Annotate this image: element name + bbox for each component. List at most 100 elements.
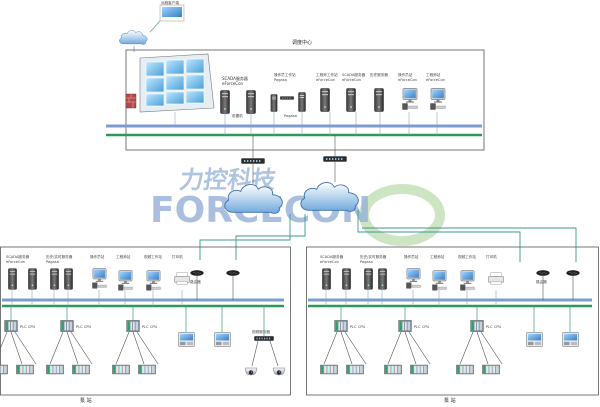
center-drop-lines bbox=[174, 112, 438, 135]
control-center-title: 调度中心 bbox=[292, 39, 312, 46]
scada-server-icon bbox=[220, 90, 230, 114]
plc-cpu-icon bbox=[60, 320, 74, 332]
workstation-icon bbox=[460, 270, 475, 291]
station-ws-label: 视频工作站 bbox=[458, 254, 476, 259]
center-ws-sublabel: eForceCon bbox=[398, 78, 417, 82]
plc-cpu-label: PLC CPU bbox=[76, 325, 91, 329]
station-scada-label: SCADA服务器 bbox=[320, 254, 344, 259]
wan-routers bbox=[240, 135, 348, 164]
plc-cpu-label: PLC CPU bbox=[20, 325, 35, 329]
station-frame bbox=[0, 246, 291, 396]
center-ws-sublabel: eForceCon bbox=[316, 78, 335, 82]
remote-client-label: 远程客户端 bbox=[161, 0, 179, 5]
camera-link bbox=[269, 340, 279, 367]
io-link bbox=[323, 331, 338, 365]
workstation-icon bbox=[430, 88, 446, 110]
io-link bbox=[344, 331, 367, 365]
io-module-icon bbox=[410, 364, 428, 375]
center-ws-sublabel: eForceCon bbox=[342, 78, 361, 82]
firewall-icon bbox=[125, 93, 137, 109]
center-ws-label: 操作员站 bbox=[398, 72, 413, 77]
plc-cpu-icon bbox=[126, 320, 140, 332]
internet-cloud-icon bbox=[119, 30, 148, 45]
io-link bbox=[10, 331, 23, 365]
io-module-icon bbox=[384, 364, 402, 375]
plc-cpu-label: PLC CPU bbox=[142, 325, 157, 329]
hist-server-icon bbox=[364, 268, 373, 290]
switch-label: Pagasa bbox=[284, 114, 297, 118]
io-link bbox=[70, 331, 93, 365]
workstation-icon bbox=[118, 270, 133, 291]
server-icon bbox=[374, 88, 384, 112]
station-scada-label: SCADA服务器 bbox=[6, 254, 30, 259]
station-ws-label: 工程师站 bbox=[116, 254, 131, 259]
station-hist-label: 历史/实时服务器 bbox=[360, 254, 387, 259]
station-hist-sublabel: Pagasa bbox=[360, 260, 373, 264]
io-link bbox=[136, 331, 159, 365]
workstation-icon bbox=[92, 268, 107, 289]
plc-cpu-icon bbox=[4, 320, 18, 332]
io-link bbox=[459, 331, 474, 365]
fe-label: 前置机 bbox=[232, 113, 243, 118]
station-ws-label: 操作员站 bbox=[404, 254, 419, 259]
center-scada-servers: SCADA服务器 eForceCon 前置机 bbox=[220, 75, 256, 118]
plc-io-links bbox=[459, 331, 503, 365]
plc-io-links bbox=[49, 331, 93, 365]
io-link bbox=[404, 331, 417, 365]
video-wall bbox=[139, 53, 215, 113]
workstation-icon bbox=[146, 270, 161, 291]
io-module-icon bbox=[0, 364, 8, 375]
hist-server-icon bbox=[64, 268, 73, 290]
video-server-icon bbox=[254, 336, 274, 341]
printer-icon bbox=[488, 272, 504, 285]
io-module-icon bbox=[112, 364, 130, 375]
station-ws-label: 工程师站 bbox=[430, 254, 445, 259]
server-icon bbox=[320, 88, 330, 112]
plc-cpu-label: PLC CPU bbox=[414, 325, 429, 329]
center-switch-group: Pagasa bbox=[270, 92, 306, 118]
center-workstations: 操作员工作站Pagasa工程师工作站eForceConSCADA服务器eForc… bbox=[274, 72, 446, 112]
station-ws-label: 操作员站 bbox=[90, 254, 105, 259]
plc-io-links bbox=[387, 331, 431, 365]
station-scada-sublabel: eForceCon bbox=[6, 260, 25, 264]
video-server-label: 视频服务器 bbox=[252, 329, 270, 334]
station-label: 泵 站 bbox=[80, 397, 92, 404]
scada-label-1: SCADA服务器 bbox=[222, 75, 248, 81]
plc-cpu-label: PLC CPU bbox=[350, 325, 365, 329]
station-label: 泵 站 bbox=[444, 397, 456, 404]
hist-server-icon bbox=[378, 268, 387, 290]
stations-group: SCADA服务器eForceCon历史/实时服务器Pagasa操作员站工程师站视… bbox=[0, 246, 599, 404]
scada-server-icon bbox=[28, 268, 37, 290]
io-link bbox=[115, 331, 130, 365]
router-icon bbox=[226, 270, 240, 276]
plc-cpu-label: PLC CPU bbox=[486, 325, 501, 329]
router-icon bbox=[190, 270, 204, 276]
io-module-icon bbox=[72, 364, 90, 375]
server-icon bbox=[298, 92, 306, 112]
station-router-label: 路由器 bbox=[536, 279, 547, 284]
station-ws-label: 视频工作站 bbox=[144, 254, 162, 259]
hmi-panel-icon bbox=[214, 332, 231, 347]
io-link bbox=[132, 331, 145, 365]
io-link bbox=[0, 331, 8, 351]
station-ws-label: 打印机 bbox=[486, 254, 497, 259]
io-module-icon bbox=[320, 364, 338, 375]
router-icon bbox=[240, 158, 266, 164]
workstation-icon bbox=[402, 88, 418, 110]
center-ws-sublabel: eForceCon bbox=[426, 78, 445, 82]
station-hist-label: 历史/实时服务器 bbox=[46, 254, 73, 259]
plc-io-links bbox=[0, 331, 37, 365]
plc-cpu-icon bbox=[470, 320, 484, 332]
hmi-panel-icon bbox=[178, 332, 195, 347]
hmi-panel-icon bbox=[526, 332, 543, 347]
station-frame bbox=[306, 246, 599, 396]
plc-cpu-icon bbox=[398, 320, 412, 332]
io-link bbox=[66, 331, 79, 365]
router-icon bbox=[322, 156, 348, 162]
io-link bbox=[408, 331, 431, 365]
hist-server-icon bbox=[50, 268, 59, 290]
station-scada-sublabel: eForceCon bbox=[320, 260, 339, 264]
plc-io-links bbox=[323, 331, 367, 365]
scada-server-icon bbox=[322, 268, 331, 290]
